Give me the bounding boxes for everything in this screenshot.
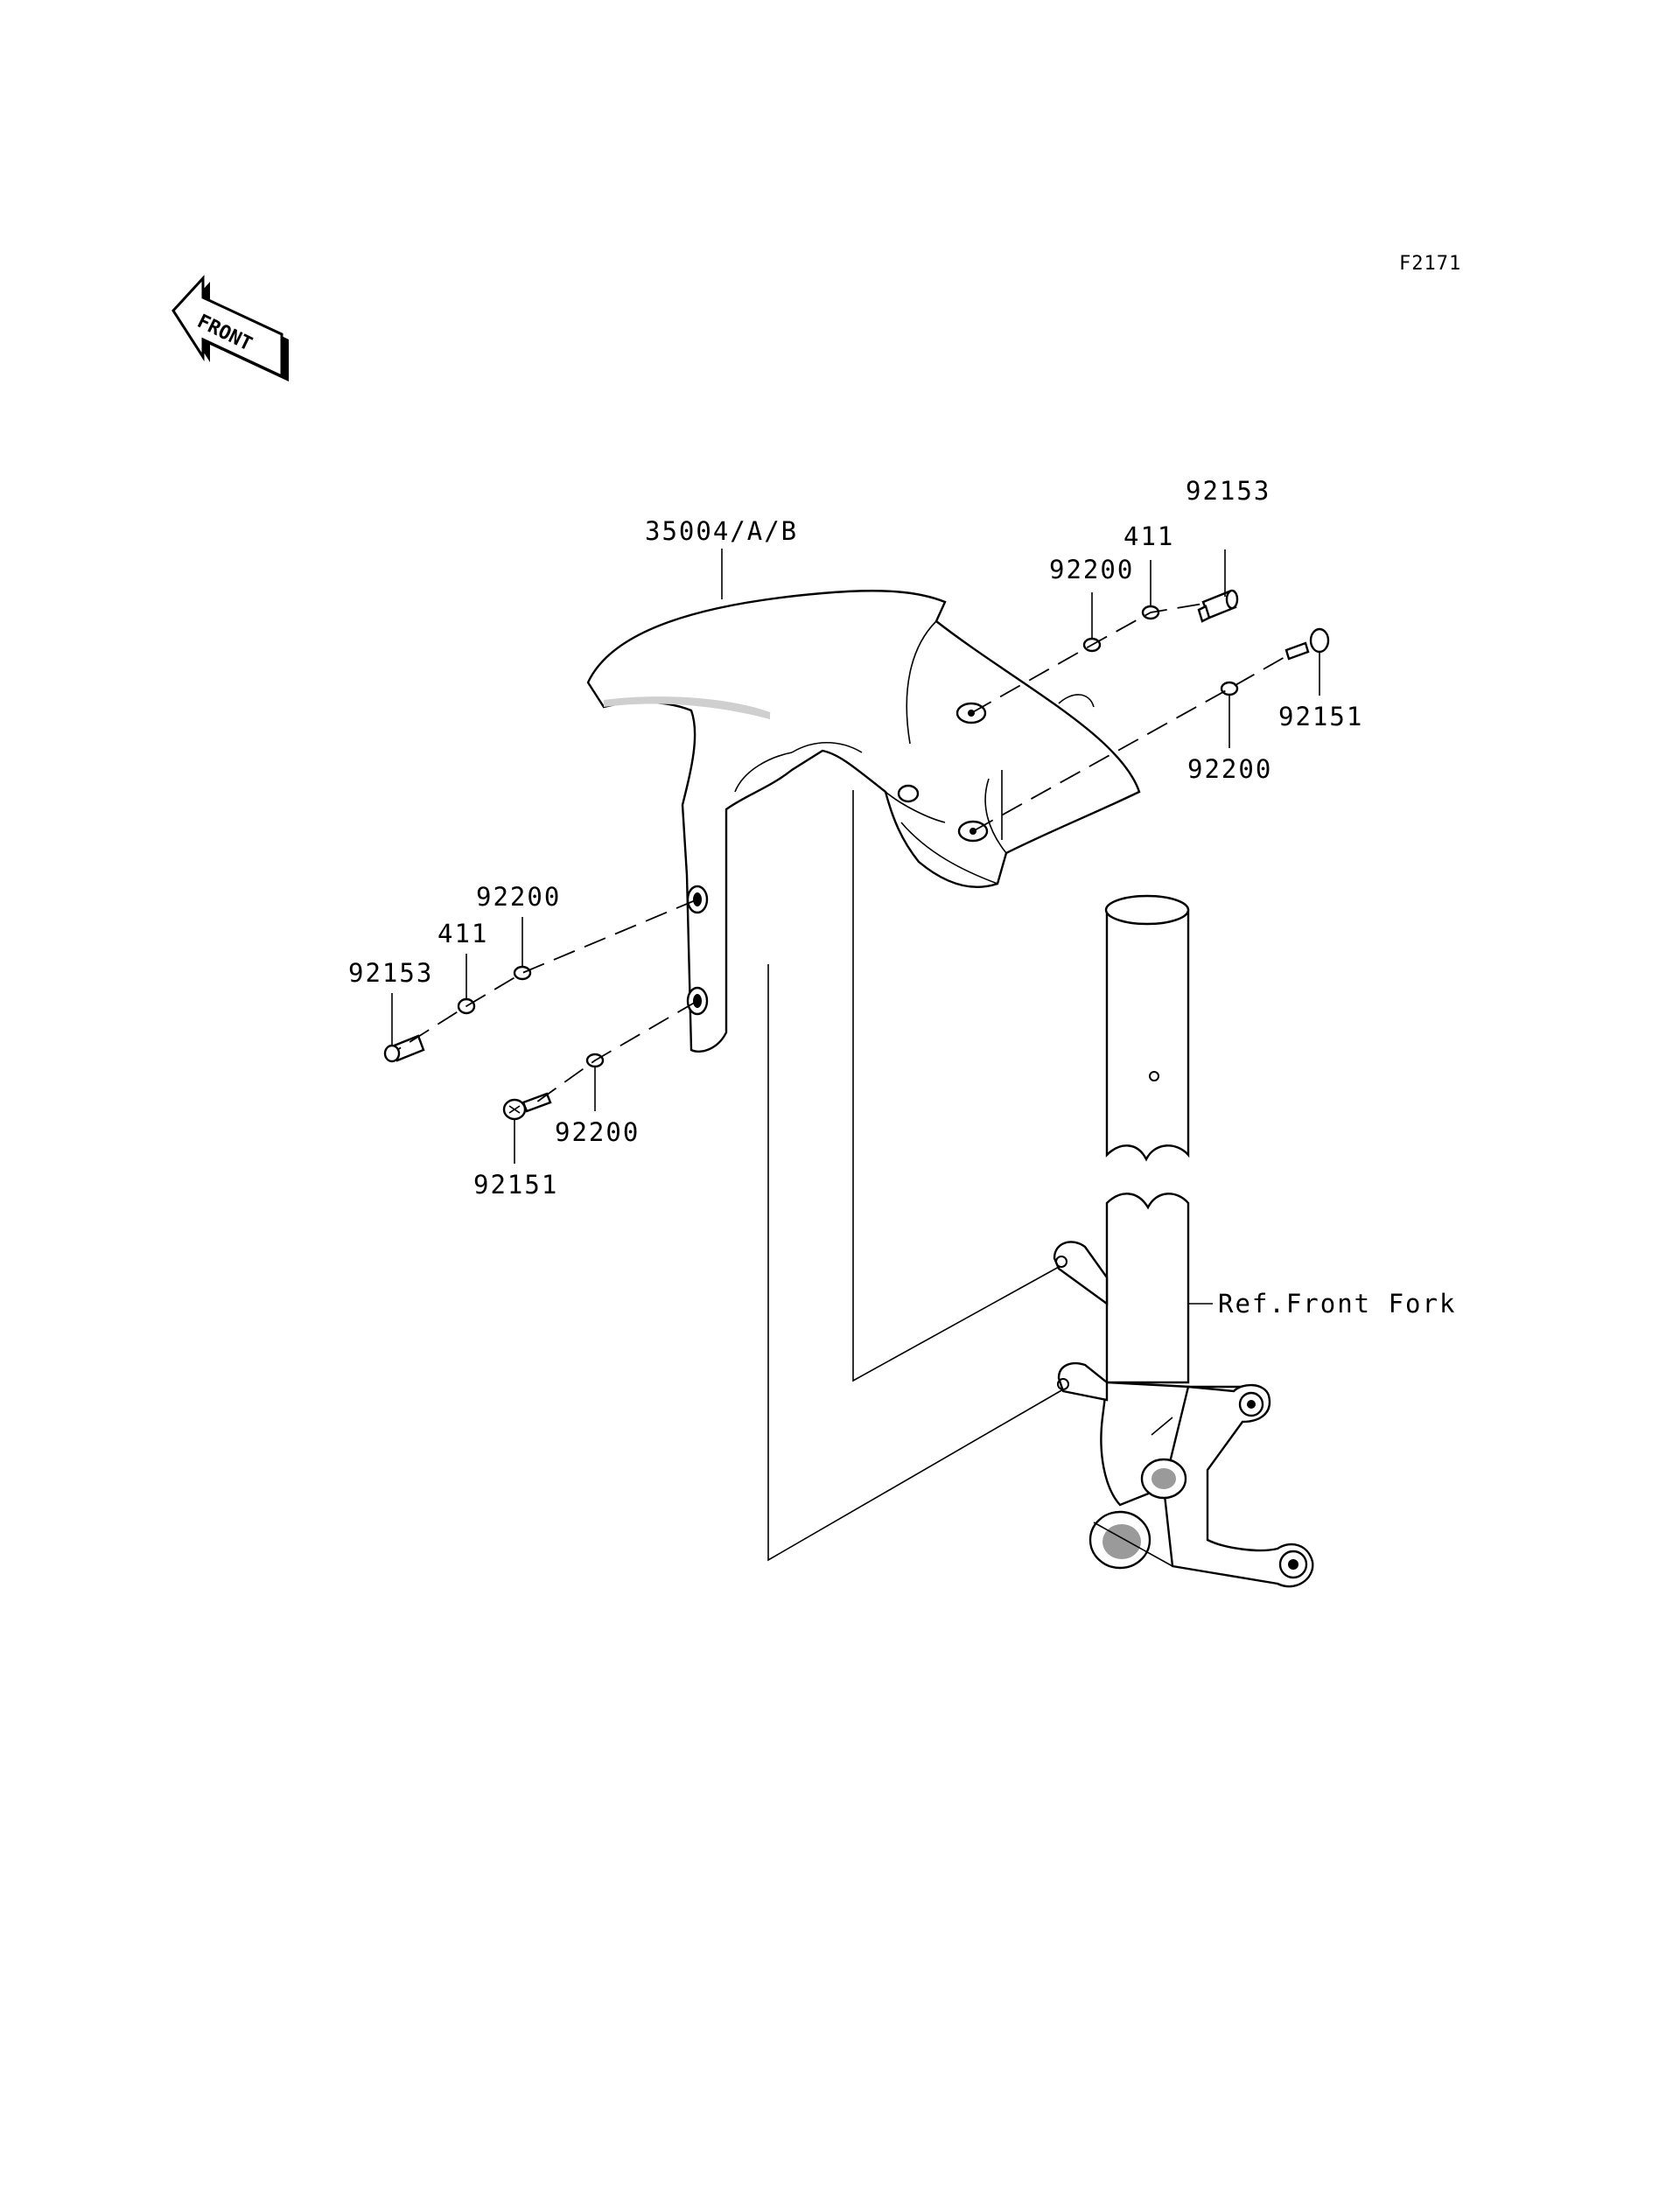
front-arrow-icon: FRONT (172, 275, 289, 381)
label-collar-411-top-right: 411 (1124, 521, 1174, 551)
diagram-code: F2171 (1399, 253, 1461, 275)
label-washer-92200-top-right: 92200 (1049, 555, 1134, 584)
front-fender (586, 590, 1141, 1053)
label-washer-92200-left-lower: 92200 (555, 1117, 640, 1147)
label-washer-92200-left-upper: 92200 (476, 882, 561, 912)
label-bolt-92153-top-right: 92153 (1186, 476, 1270, 506)
bolt-92151-right (1284, 627, 1330, 661)
label-bolt-92151-left: 92151 (473, 1170, 558, 1200)
label-collar-411-left: 411 (438, 919, 488, 948)
label-bolt-92153-left: 92153 (348, 958, 433, 988)
label-fender: 35004/A/B (645, 516, 798, 546)
bolt-92153-top-right (1197, 589, 1239, 623)
bolt-92153-left (383, 1034, 425, 1063)
label-bolt-92151-right: 92151 (1278, 702, 1363, 731)
washer-92200-right (1220, 681, 1239, 696)
label-washer-92200-right: 92200 (1187, 754, 1272, 784)
front-fork (1053, 894, 1314, 1588)
washer-92200-left-upper (513, 965, 532, 981)
label-fork-ref: Ref.Front Fork (1218, 1289, 1456, 1319)
